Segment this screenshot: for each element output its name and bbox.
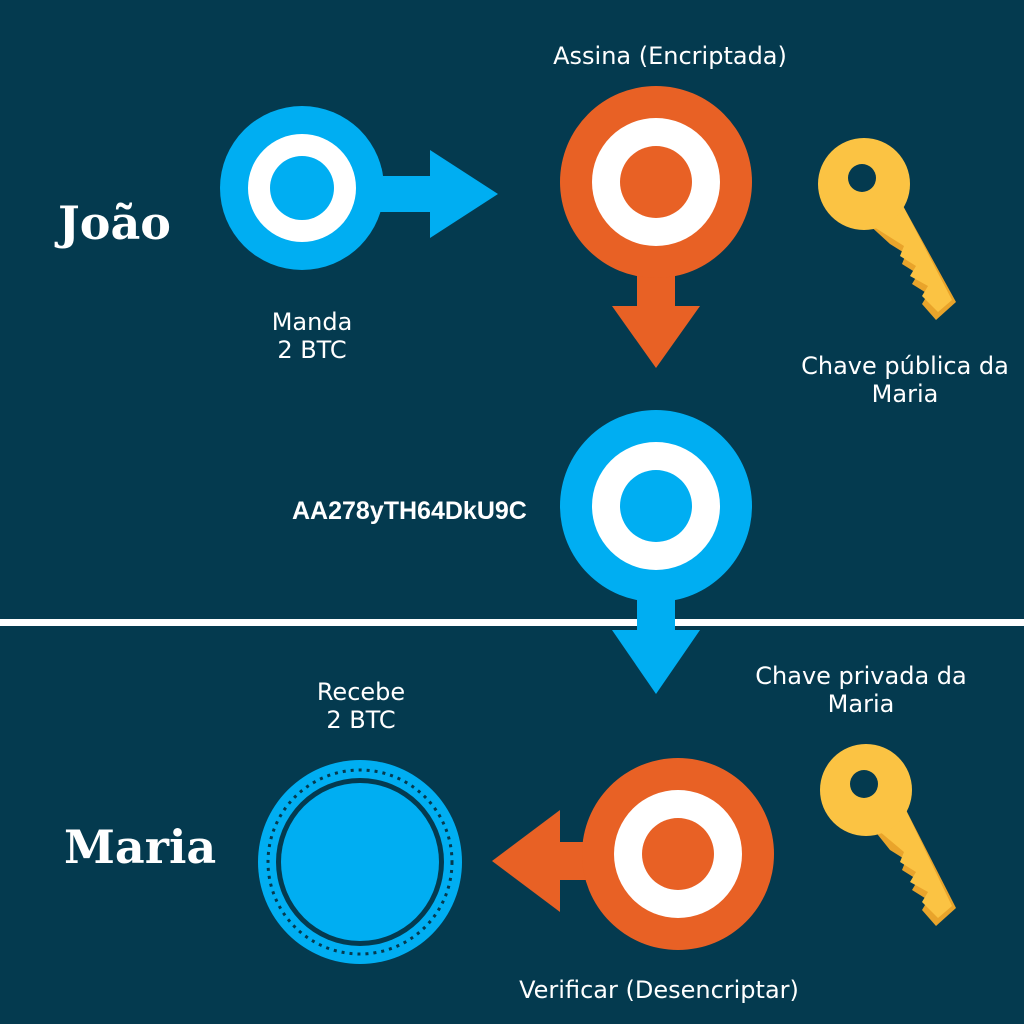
sign-label: Assina (Encriptada) xyxy=(553,42,787,70)
verify-label: Verificar (Desencriptar) xyxy=(519,976,799,1004)
verify-symbol-icon xyxy=(492,758,774,950)
sign-symbol-icon xyxy=(560,86,752,368)
sender-name: João xyxy=(58,196,171,250)
send-symbol-icon xyxy=(220,106,498,270)
hash-label: AA278yTH64DkU9C xyxy=(292,497,527,525)
public-key-label: Chave pública da Maria xyxy=(790,352,1020,408)
private-key-icon xyxy=(820,744,956,926)
receiver-name: Maria xyxy=(64,820,217,874)
send-label-line1: Manda xyxy=(271,308,353,336)
receive-label-line2: 2 BTC xyxy=(326,706,396,734)
coin-icon xyxy=(258,760,462,964)
public-key-icon xyxy=(818,138,956,320)
private-key-line2: Maria xyxy=(827,690,895,718)
send-label: Manda 2 BTC xyxy=(252,308,372,364)
send-label-line2: 2 BTC xyxy=(277,336,347,364)
receive-label: Recebe 2 BTC xyxy=(296,678,426,734)
public-key-line2: Maria xyxy=(871,380,939,408)
public-key-line1: Chave pública da xyxy=(801,352,1009,380)
section-divider xyxy=(0,619,1024,626)
receive-label-line1: Recebe xyxy=(316,678,406,706)
private-key-line1: Chave privada da xyxy=(755,662,967,690)
hash-symbol-icon xyxy=(560,410,752,694)
private-key-label: Chave privada da Maria xyxy=(746,662,976,718)
